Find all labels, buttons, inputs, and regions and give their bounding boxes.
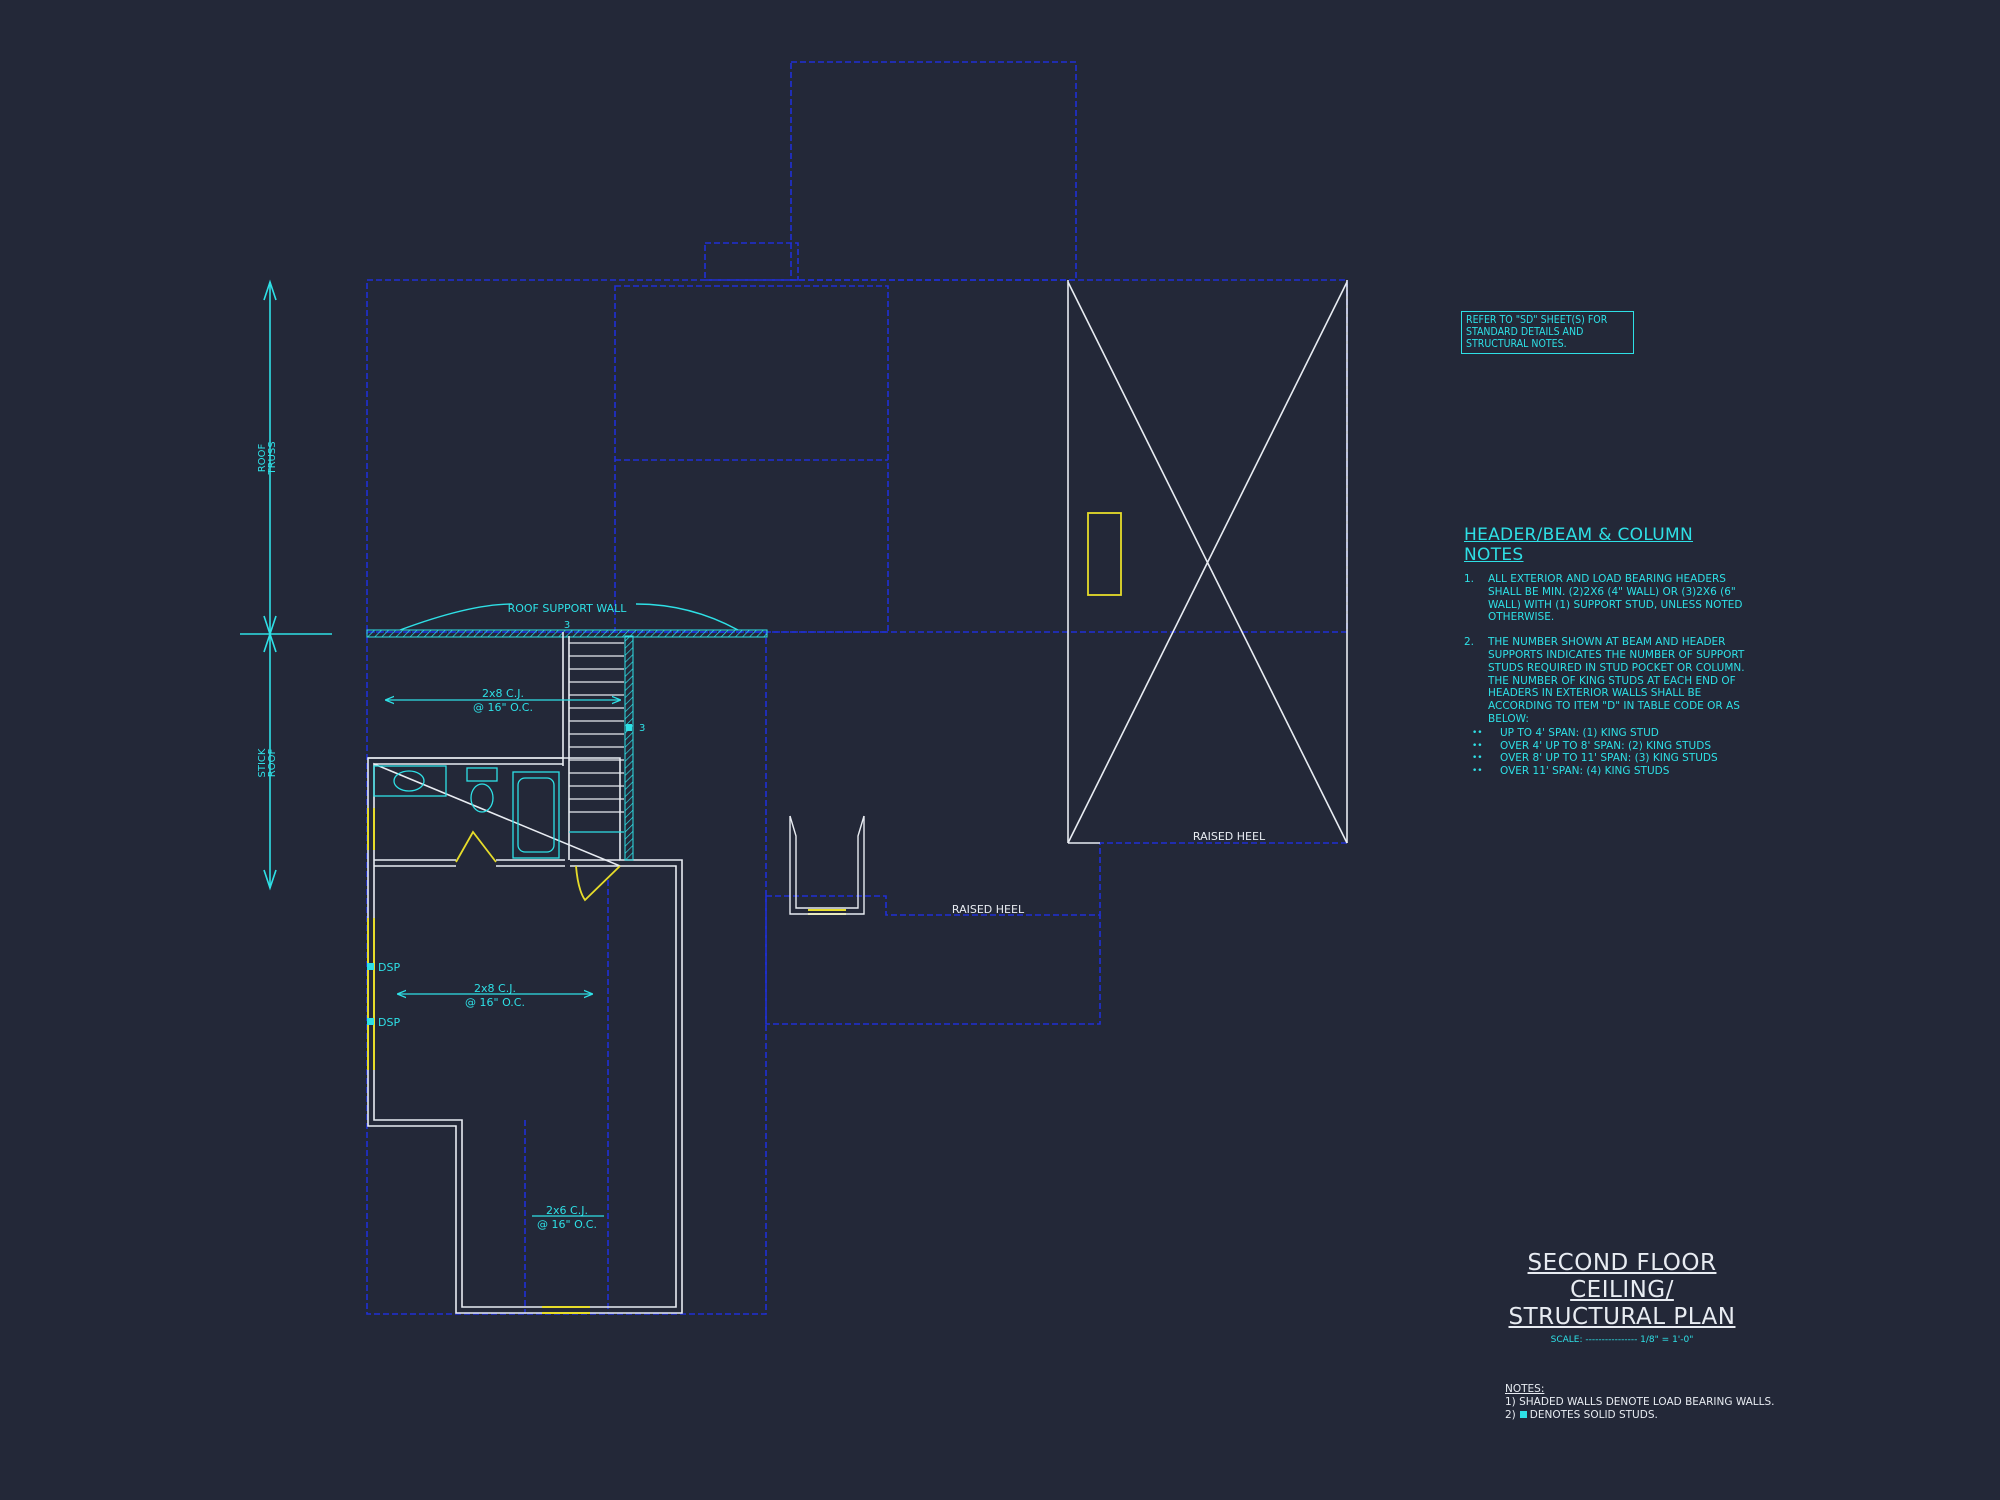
king-stud-item: ••OVER 4' UP TO 8' SPAN: (2) KING STUDS [1472, 739, 1711, 752]
svg-text:TRUSS: TRUSS [267, 441, 278, 475]
king-stud-item: ••UP TO 4' SPAN: (1) KING STUD [1472, 726, 1659, 739]
solid-stud-1 [367, 963, 374, 970]
bullet-icon: •• [1472, 740, 1483, 751]
dim-label-stick-roof: STICK ROOF [257, 748, 278, 777]
bullet-icon: •• [1472, 766, 1483, 777]
note-number: 1. [1464, 573, 1475, 585]
svg-text:@ 16" O.C.: @ 16" O.C. [537, 1218, 597, 1231]
open-area-x [1067, 280, 1348, 844]
dsp-label-2: DSP [378, 1016, 400, 1029]
king-stud-item: ••OVER 11' SPAN: (4) KING STUDS [1472, 765, 1670, 778]
footer-note-2: 2)DENOTES SOLID STUDS. [1505, 1409, 1658, 1421]
reference-note-box: REFER TO "SD" SHEET(S) FOR STANDARD DETA… [1461, 311, 1634, 354]
notes-title: HEADER/BEAM & COLUMN NOTES [1464, 525, 1693, 565]
note-item-1: 1. ALL EXTERIOR AND LOAD BEARING HEADERS… [1464, 573, 1754, 624]
footer-note-1: 1) SHADED WALLS DENOTE LOAD BEARING WALL… [1505, 1396, 1775, 1408]
stair-bearing-wall [624, 635, 634, 861]
dormer [789, 815, 865, 915]
svg-text:ROOF: ROOF [257, 444, 268, 473]
dsp-label-1: DSP [378, 961, 400, 974]
bullet-icon: •• [1472, 727, 1483, 738]
king-stud-item: ••OVER 8' UP TO 11' SPAN: (3) KING STUDS [1472, 752, 1718, 765]
reference-note-text: REFER TO "SD" SHEET(S) FOR STANDARD DETA… [1466, 314, 1608, 350]
stud-count-1: 3 [564, 620, 570, 631]
roof-support-wall-label: ROOF SUPPORT WALL [508, 602, 628, 615]
note-item-2: 2. THE NUMBER SHOWN AT BEAM AND HEADER S… [1464, 636, 1754, 778]
raised-heel-label-2: RAISED HEEL [1193, 830, 1266, 843]
svg-text:2x6 C.J.: 2x6 C.J. [546, 1204, 588, 1217]
svg-text:STICK: STICK [257, 748, 268, 777]
svg-text:ROOF: ROOF [267, 749, 278, 778]
roof-support-wall-leader [399, 603, 739, 631]
note-number: 2. [1464, 636, 1475, 649]
solid-stud-2 [367, 1018, 374, 1025]
roof-support-wall [366, 629, 768, 638]
dimension-line [240, 279, 332, 891]
cj-callout-middle: 2x8 C.J. @ 16" O.C. [398, 982, 592, 1009]
svg-text:2x8 C.J.: 2x8 C.J. [474, 982, 516, 995]
drawing-title-line-2: STRUCTURAL PLAN [1508, 1304, 1736, 1330]
note-text: THE NUMBER SHOWN AT BEAM AND HEADER SUPP… [1488, 636, 1745, 725]
windows [367, 808, 846, 1314]
bath-fixtures [373, 765, 560, 859]
footer-notes-title: NOTES: [1505, 1383, 1545, 1395]
note-text: ALL EXTERIOR AND LOAD BEARING HEADERS SH… [1488, 573, 1743, 624]
solid-stud-symbol-icon [1519, 1411, 1527, 1418]
dim-label-roof-truss: ROOF TRUSS [257, 441, 278, 475]
header-beam-column-notes: HEADER/BEAM & COLUMN NOTES 1. ALL EXTERI… [1464, 525, 1754, 790]
stair [569, 642, 624, 833]
svg-text:2x8 C.J.: 2x8 C.J. [482, 687, 524, 700]
drawing-title-line-1: SECOND FLOOR CEILING/ [1527, 1250, 1717, 1303]
solid-stud-3 [626, 724, 632, 731]
svg-text:@ 16" O.C.: @ 16" O.C. [465, 996, 525, 1009]
drawing-scale: SCALE: ---------------- 1/8" = 1'-0" [1550, 1335, 1694, 1345]
footer-notes: NOTES: 1) SHADED WALLS DENOTE LOAD BEARI… [1505, 1383, 1775, 1422]
attic-access-rect [1087, 512, 1122, 596]
stud-count-2: 3 [639, 723, 645, 734]
door-swings [455, 830, 621, 902]
title-block: SECOND FLOOR CEILING/ STRUCTURAL PLAN SC… [1472, 1250, 1772, 1345]
svg-text:@ 16" O.C.: @ 16" O.C. [473, 701, 533, 714]
cj-callout-upper: 2x8 C.J. @ 16" O.C. [386, 687, 620, 714]
raised-heel-label-1: RAISED HEEL [952, 903, 1025, 916]
king-stud-list: ••UP TO 4' SPAN: (1) KING STUD ••OVER 4'… [1472, 727, 1754, 778]
bullet-icon: •• [1472, 753, 1483, 764]
cj-callout-lower: 2x6 C.J. @ 16" O.C. [532, 1204, 604, 1231]
